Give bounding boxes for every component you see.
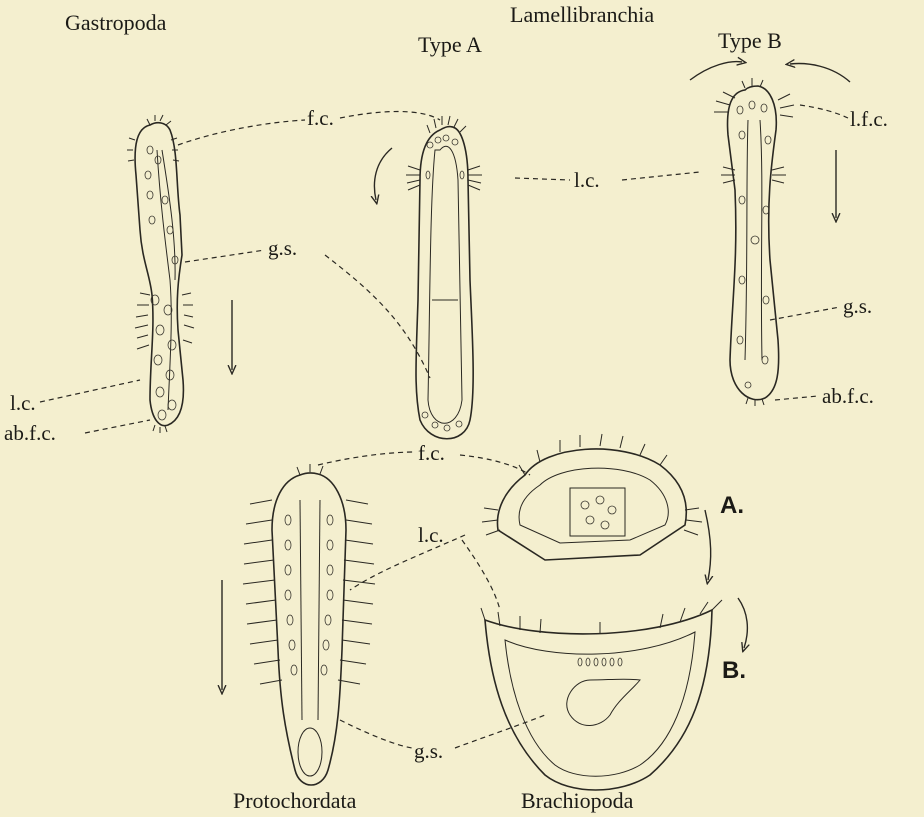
flow-arrow-section-a: [705, 510, 711, 580]
flow-arrow-section-b: [738, 598, 747, 648]
gastropoda-filament: [127, 115, 232, 433]
label-laterofrontal-cilia: l.f.c.: [850, 107, 888, 131]
flow-arrow-type-b-left: [690, 62, 742, 80]
brachiopoda-section-a: [482, 434, 711, 580]
label-frontal-cilia-mid: f.c.: [418, 441, 445, 465]
flow-arrow-type-b-right: [790, 64, 850, 82]
label-abfrontal-cilia-left: ab.f.c.: [4, 421, 56, 445]
protochordata-filament: [222, 464, 375, 785]
label-lateral-cilia-mid: l.c.: [418, 523, 444, 547]
heading-type-a: Type A: [418, 32, 482, 57]
label-lateral-cilia-top: l.c.: [574, 168, 600, 192]
heading-lamellibranchia: Lamellibranchia: [510, 2, 654, 27]
type-b-filament: [690, 62, 850, 406]
label-gill-skeleton-right: g.s.: [843, 294, 872, 318]
heading-protochordata: Protochordata: [233, 788, 357, 813]
heading-type-b: Type B: [718, 28, 782, 53]
label-section-b: B.: [722, 657, 746, 684]
label-section-a: A.: [720, 492, 744, 519]
type-a-filament: [374, 116, 482, 439]
heading-brachiopoda: Brachiopoda: [521, 788, 634, 813]
heading-gastropoda: Gastropoda: [65, 10, 167, 35]
label-abfrontal-cilia-right: ab.f.c.: [822, 384, 874, 408]
brachiopoda-section-b: [481, 598, 747, 790]
label-gill-skeleton-top: g.s.: [268, 236, 297, 260]
flow-arrow-type-a: [374, 148, 392, 200]
label-frontal-cilia-top: f.c.: [307, 106, 334, 130]
label-lateral-cilia-left: l.c.: [10, 391, 36, 415]
label-gill-skeleton-bottom: g.s.: [414, 739, 443, 763]
